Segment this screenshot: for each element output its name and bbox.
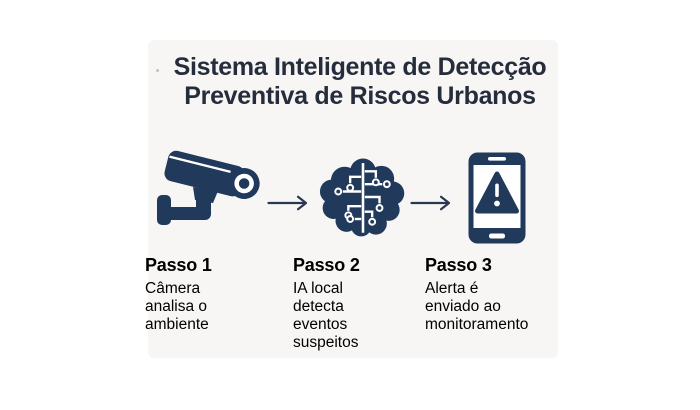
step-1-title: Passo 1 [145,255,212,275]
step-1-description: Câmera analisa o ambiente [145,280,209,333]
ai-brain-circuit-icon [317,153,409,241]
right-arrow-icon [267,195,309,211]
step-2-title: Passo 2 [293,255,360,275]
step-3-description: Alerta é enviado ao monitoramento [425,280,529,333]
smartphone-alert-icon [467,151,527,245]
page-title: Sistema Inteligente de Detecção Preventi… [150,53,570,111]
stray-dot [156,69,159,72]
right-arrow-icon [410,195,452,211]
step-2-description: IA local detecta eventos suspeitos [293,280,359,351]
title-line-2: Preventiva de Riscos Urbanos [184,82,536,110]
title-line-1: Sistema Inteligente de Detecção [173,53,547,81]
warning-triangle-icon [475,171,519,214]
cctv-camera-icon [155,145,270,245]
step-3-title: Passo 3 [425,255,492,275]
